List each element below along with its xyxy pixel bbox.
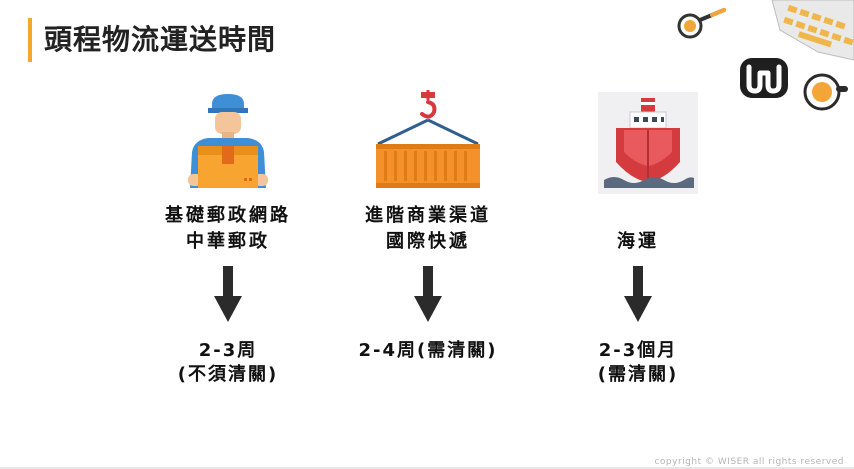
down-arrow-icon: [414, 266, 442, 322]
service-name: 基礎郵政網路 中華郵政: [165, 205, 291, 252]
magnifier-icon: [677, 8, 726, 39]
delivery-duration: 2-4周(需清關): [358, 340, 498, 361]
service-name: 進階商業渠道 國際快遞: [365, 205, 491, 252]
delivery-duration: 2-3個月 (需清關): [597, 340, 679, 385]
down-arrow-icon: [624, 266, 652, 322]
shipping-container-icon: [376, 90, 480, 188]
delivery-person-icon: [188, 94, 268, 188]
laptop-icon: [771, 0, 854, 61]
page-title: 頭程物流運送時間: [44, 23, 277, 56]
desk-decoration-icon: [677, 0, 854, 111]
cargo-ship-icon: [598, 92, 698, 194]
service-name: 海運: [617, 231, 659, 252]
coffee-cup-icon: [803, 73, 848, 111]
down-arrow-icon: [214, 266, 242, 322]
delivery-duration: 2-3周 (不須清關): [177, 340, 279, 385]
copyright-text: copyright © WISER all rights reserved: [654, 457, 844, 467]
wiser-logo: [740, 58, 788, 98]
title-accent-bar: [28, 18, 32, 62]
bottom-divider: [0, 467, 854, 469]
